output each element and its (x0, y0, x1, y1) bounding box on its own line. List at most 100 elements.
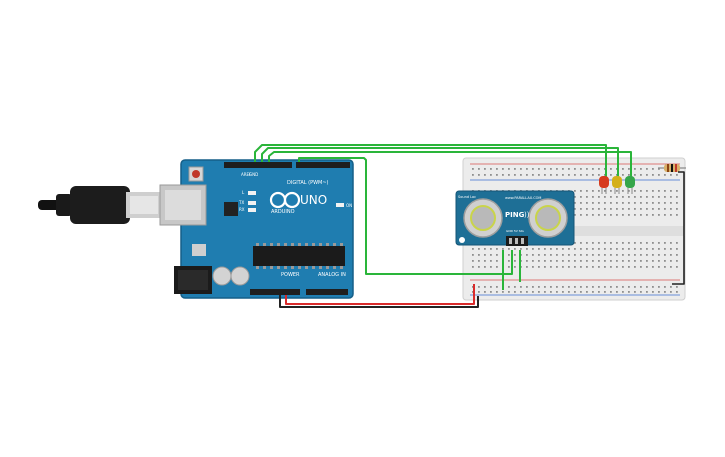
wire-green-2[interactable] (261, 147, 619, 178)
wire-black-gnd[interactable] (279, 295, 479, 308)
wire-green-1[interactable] (254, 144, 607, 178)
breadboard-hole (568, 168, 570, 170)
breadboard-hole (676, 214, 678, 216)
breadboard-hole (496, 291, 498, 293)
breadboard-hole (532, 174, 534, 176)
breadboard-hole (610, 196, 612, 198)
breadboard-hole (676, 266, 678, 268)
wire-green-signal[interactable] (298, 157, 513, 275)
wire-black-right[interactable] (672, 171, 685, 285)
breadboard-hole (598, 242, 600, 244)
breadboard-hole (526, 174, 528, 176)
breadboard-hole (574, 291, 576, 293)
resistor-band-1 (667, 164, 669, 172)
breadboard-hole (640, 190, 642, 192)
breadboard-hole (514, 168, 516, 170)
breadboard-hole (490, 266, 492, 268)
breadboard-hole (604, 291, 606, 293)
breadboard-hole (616, 242, 618, 244)
led-yellow[interactable] (612, 176, 622, 194)
breadboard-hole (484, 291, 486, 293)
breadboard-hole (580, 174, 582, 176)
breadboard-hole (586, 196, 588, 198)
breadboard-hole (514, 260, 516, 262)
ultrasonic-sensor[interactable]: PING )) www.PARALLAX.COM Sound Loc GND 5… (455, 190, 575, 246)
breadboard-hole (556, 168, 558, 170)
arduino-uno-board[interactable]: UNO ARDUINO DIGITAL (PWM~) POWER ANALOG … (159, 159, 354, 299)
breadboard-hole (532, 254, 534, 256)
breadboard-hole (568, 174, 570, 176)
breadboard-hole (538, 260, 540, 262)
breadboard-hole (652, 208, 654, 210)
breadboard-hole (550, 291, 552, 293)
breadboard-hole (484, 266, 486, 268)
breadboard-hole (472, 266, 474, 268)
led-group (599, 176, 635, 194)
breadboard-hole (586, 248, 588, 250)
breadboard-hole (670, 291, 672, 293)
breadboard-hole (592, 260, 594, 262)
breadboard-hole (556, 254, 558, 256)
breadboard-hole (604, 266, 606, 268)
breadboard-hole (484, 168, 486, 170)
breadboard-hole (592, 196, 594, 198)
breadboard-hole (658, 196, 660, 198)
breadboard-hole (610, 266, 612, 268)
breadboard-hole (586, 202, 588, 204)
breadboard-hole (628, 266, 630, 268)
breadboard-hole (586, 242, 588, 244)
resistor[interactable] (658, 164, 686, 172)
breadboard-hole (634, 266, 636, 268)
breadboard-hole (616, 190, 618, 192)
breadboard-hole (646, 260, 648, 262)
breadboard-hole (646, 208, 648, 210)
breadboard-hole (628, 260, 630, 262)
breadboard-hole (556, 248, 558, 250)
breadboard-hole (592, 168, 594, 170)
breadboard-hole (592, 291, 594, 293)
breadboard-hole (496, 286, 498, 288)
sensor-transducer-left-mesh (470, 205, 496, 231)
sensor-pin-sig[interactable] (521, 238, 524, 244)
breadboard-hole (664, 196, 666, 198)
usb-plug-body (70, 186, 130, 224)
resistor-band-2 (671, 164, 673, 172)
breadboard-hole (616, 260, 618, 262)
sensor-pin-5v[interactable] (515, 238, 518, 244)
usb-chip (224, 202, 238, 216)
breadboard-hole (586, 190, 588, 192)
sensor-pin-gnd[interactable] (509, 238, 512, 244)
breadboard-hole (520, 291, 522, 293)
breadboard-hole (676, 286, 678, 288)
breadboard-hole (592, 248, 594, 250)
breadboard-hole (544, 254, 546, 256)
breadboard-hole (490, 168, 492, 170)
breadboard-hole (568, 291, 570, 293)
breadboard-hole (622, 196, 624, 198)
breadboard-hole (580, 291, 582, 293)
led-green[interactable] (625, 176, 635, 194)
breadboard-hole (670, 254, 672, 256)
breadboard-hole (616, 208, 618, 210)
breadboard-hole (556, 174, 558, 176)
arduino-usb-socket-inner (165, 190, 201, 220)
breadboard-hole (652, 174, 654, 176)
breadboard-hole (562, 248, 564, 250)
breadboard-hole (676, 202, 678, 204)
breadboard-hole (538, 174, 540, 176)
breadboard-hole (664, 208, 666, 210)
breadboard-hole (538, 254, 540, 256)
board-model-label: UNO (300, 193, 327, 207)
led-red-body (599, 176, 609, 188)
wire-red-5v[interactable] (285, 284, 475, 305)
breadboard-hole (604, 202, 606, 204)
led-red[interactable] (599, 176, 609, 194)
breadboard-hole (670, 208, 672, 210)
breadboard-hole (664, 286, 666, 288)
breadboard-hole (640, 202, 642, 204)
breadboard-hole (640, 168, 642, 170)
tx-led (248, 201, 256, 205)
breadboard-hole (640, 291, 642, 293)
wire-green-3[interactable] (268, 151, 632, 178)
